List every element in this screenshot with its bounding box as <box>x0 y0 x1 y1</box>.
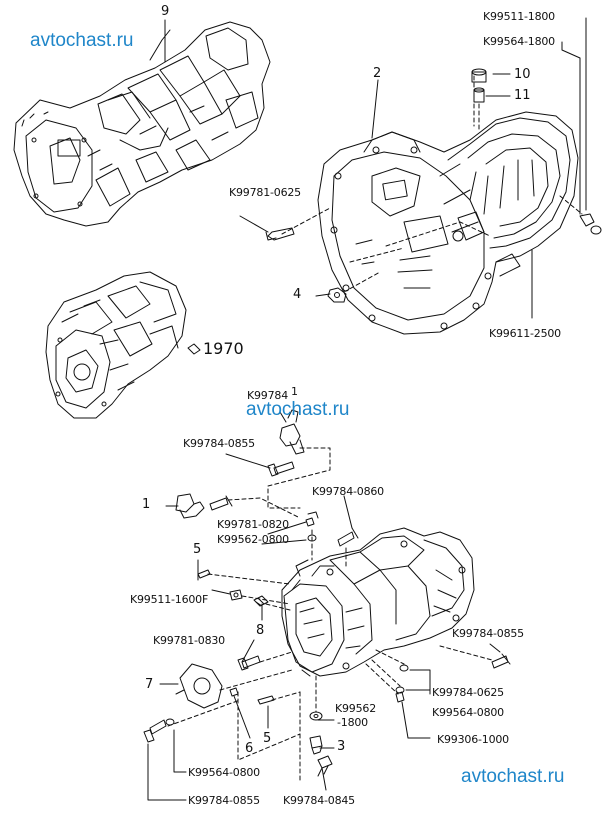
leader-lines <box>147 17 587 801</box>
pin-6 <box>229 687 239 697</box>
plug-3 <box>309 735 323 755</box>
washer-K99784-0625 <box>399 664 409 672</box>
callout-1: 1 <box>142 497 151 512</box>
bolt-K99784-0860 <box>337 527 359 547</box>
switch-K99784-upper <box>279 409 305 455</box>
watermark-top-left: avtochast.ru <box>30 30 134 51</box>
plug-11 <box>473 87 485 103</box>
callout-7: 7 <box>145 677 154 692</box>
speed-sensor-1 <box>175 493 205 519</box>
callout-8: 8 <box>256 623 265 638</box>
part-label-K99784-suffix: 1 <box>291 385 298 398</box>
callout-11: 11 <box>514 88 531 103</box>
part-label-K99784-0855-top: K99784-0855 <box>183 437 255 450</box>
callout-10: 10 <box>514 67 531 82</box>
washer-K99562-1800 <box>309 711 323 721</box>
part-label-K99511-1600F: K99511-1600F <box>130 593 209 606</box>
transmission-assembly-9 <box>13 21 271 227</box>
pin-K99306-1000 <box>395 691 405 703</box>
part-label-K99784-0855-right: K99784-0855 <box>452 627 524 640</box>
bolt-K99784-0845 <box>317 755 333 777</box>
plug-K99511-1600F <box>229 589 243 601</box>
cover-plate-7 <box>175 663 223 709</box>
dashed-assembly-lines <box>167 75 583 781</box>
part-label-K99562: K99562 <box>335 702 377 715</box>
bolt-sensor-1 <box>209 495 233 511</box>
transfer-case-assembly <box>281 527 475 677</box>
bolt-K99784-0855-top <box>267 461 295 477</box>
part-label-K99784-0860: K99784-0860 <box>312 485 384 498</box>
transfer-assembly-1970 <box>45 271 187 419</box>
washer-K99564-0800-right <box>395 686 405 694</box>
part-label-K99781-0830: K99781-0830 <box>153 634 225 647</box>
bolt-K99784-0855-lower-left <box>143 719 167 743</box>
callout-1970: 1970 <box>203 339 244 358</box>
bolt-K99781-0625 <box>265 227 295 241</box>
part-label-K99781-0820: K99781-0820 <box>217 518 289 531</box>
part-label-K99562-0800: K99562-0800 <box>217 533 289 546</box>
clutch-housing-2 <box>317 111 579 335</box>
part-label-K99784-0625: K99784-0625 <box>432 686 504 699</box>
part-label-K99784-0855-bottom: K99784-0855 <box>188 794 260 807</box>
part-label-K99562-1800-suffix: -1800 <box>337 716 368 729</box>
nut-4 <box>327 287 347 303</box>
plug-10 <box>471 68 487 83</box>
bolt-K99781-0820 <box>305 511 319 527</box>
washer-K99564-0800-left <box>165 718 175 726</box>
bolt-K99781-0830 <box>237 655 261 671</box>
part-label-K99564-0800-left: K99564-0800 <box>188 766 260 779</box>
bolt-K99784-0855-right <box>491 653 511 669</box>
callout-6: 6 <box>245 741 254 756</box>
watermark-middle: avtochast.ru <box>246 399 350 420</box>
part-label-K99781-0625: K99781-0625 <box>229 186 301 199</box>
ref-arrow-1970 <box>187 343 201 355</box>
nut-washer-upper-right <box>579 213 602 235</box>
callout-4: 4 <box>293 287 302 302</box>
callout-2: 2 <box>373 66 382 81</box>
part-label-K99511-1800: K99511-1800 <box>483 10 555 23</box>
part-label-K99306-1000: K99306-1000 <box>437 733 509 746</box>
pin-5-lower <box>257 695 275 705</box>
callout-9: 9 <box>161 4 170 19</box>
part-label-K99784-0845: K99784-0845 <box>283 794 355 807</box>
spring-8 <box>253 595 269 607</box>
callout-3: 3 <box>337 739 346 754</box>
watermark-bottom-right: avtochast.ru <box>461 766 565 787</box>
part-label-K99564-1800: K99564-1800 <box>483 35 555 48</box>
part-label-K99784: K99784 <box>247 389 289 402</box>
callout-5-upper: 5 <box>193 542 202 557</box>
part-label-K99611-2500: K99611-2500 <box>489 327 561 340</box>
callout-5-lower: 5 <box>263 731 272 746</box>
part-label-K99564-0800-right: K99564-0800 <box>432 706 504 719</box>
